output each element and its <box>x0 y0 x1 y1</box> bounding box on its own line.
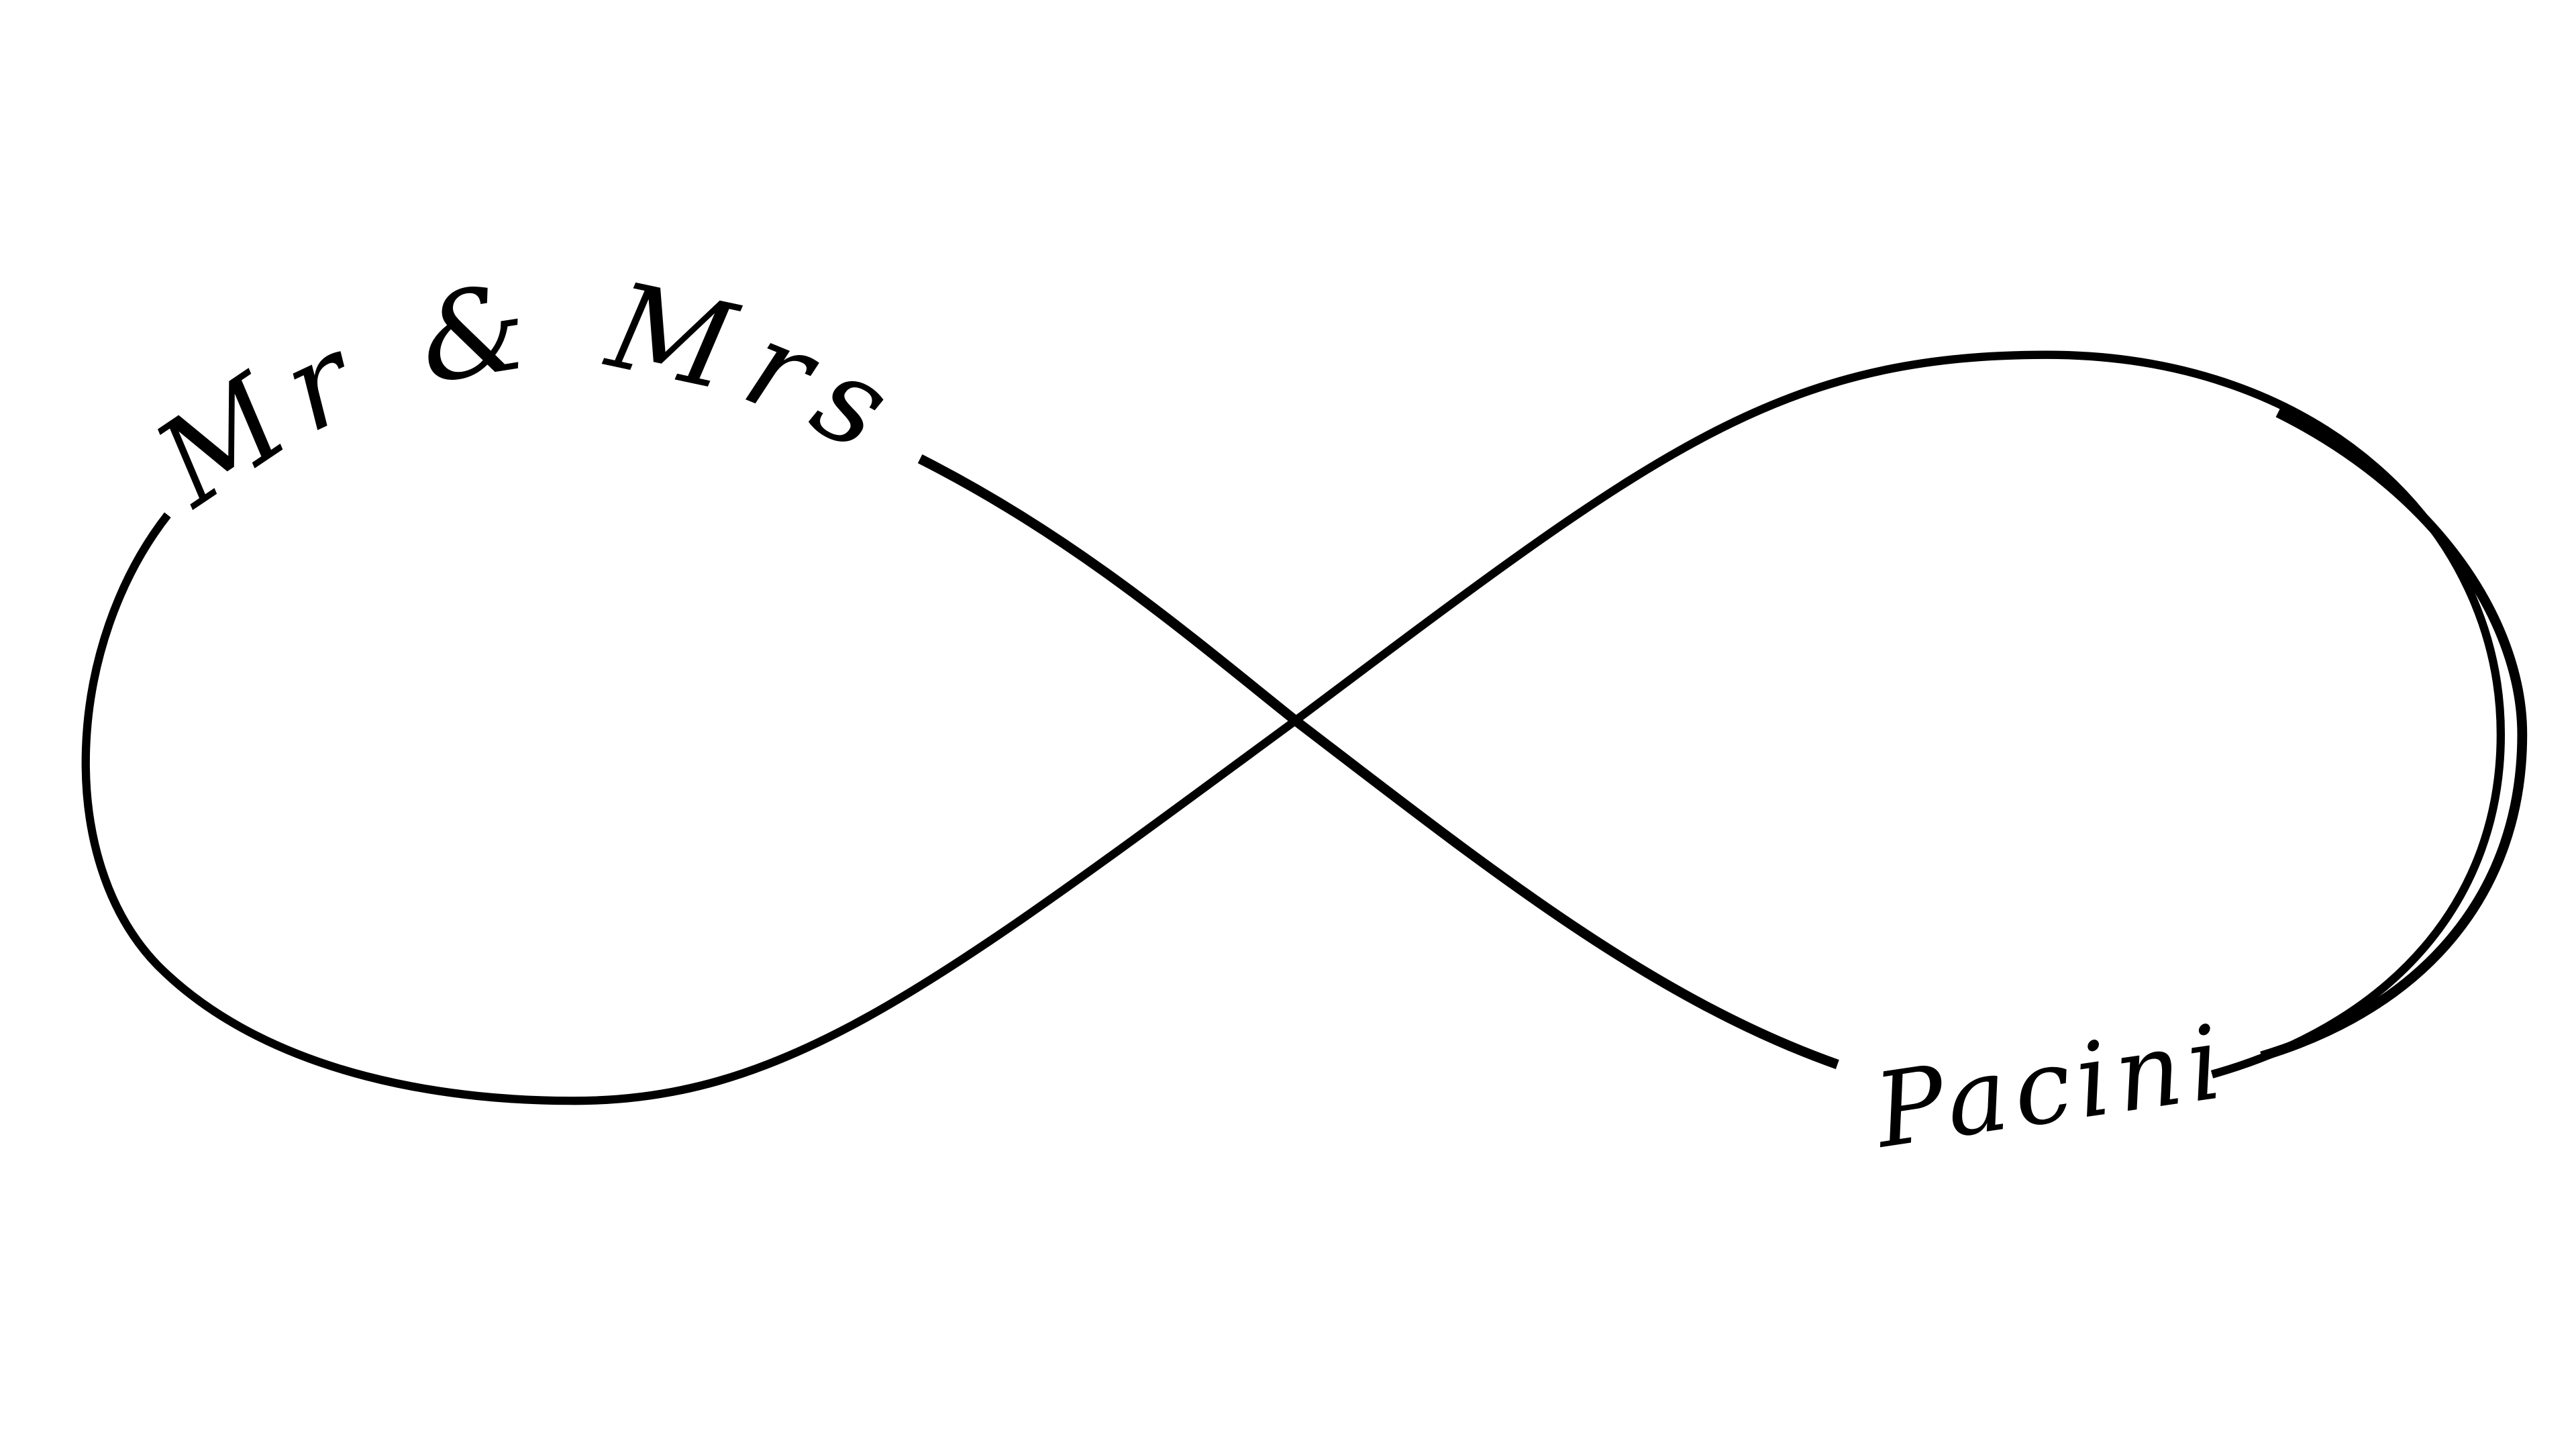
surname-textpath: Pacini <box>1865 1001 2228 1171</box>
surname-text: Pacini <box>1865 1001 2235 1171</box>
infinity-main-strand <box>81 350 2506 1105</box>
infinity-cross-strand <box>917 454 1839 1070</box>
top-names-textpath: Mr & Mrs <box>131 255 909 534</box>
infinity-right-lobe-thickening <box>2260 408 2528 1061</box>
infinity-symbol <box>81 350 2528 1105</box>
top-names-text: Mr & Mrs <box>131 255 926 534</box>
